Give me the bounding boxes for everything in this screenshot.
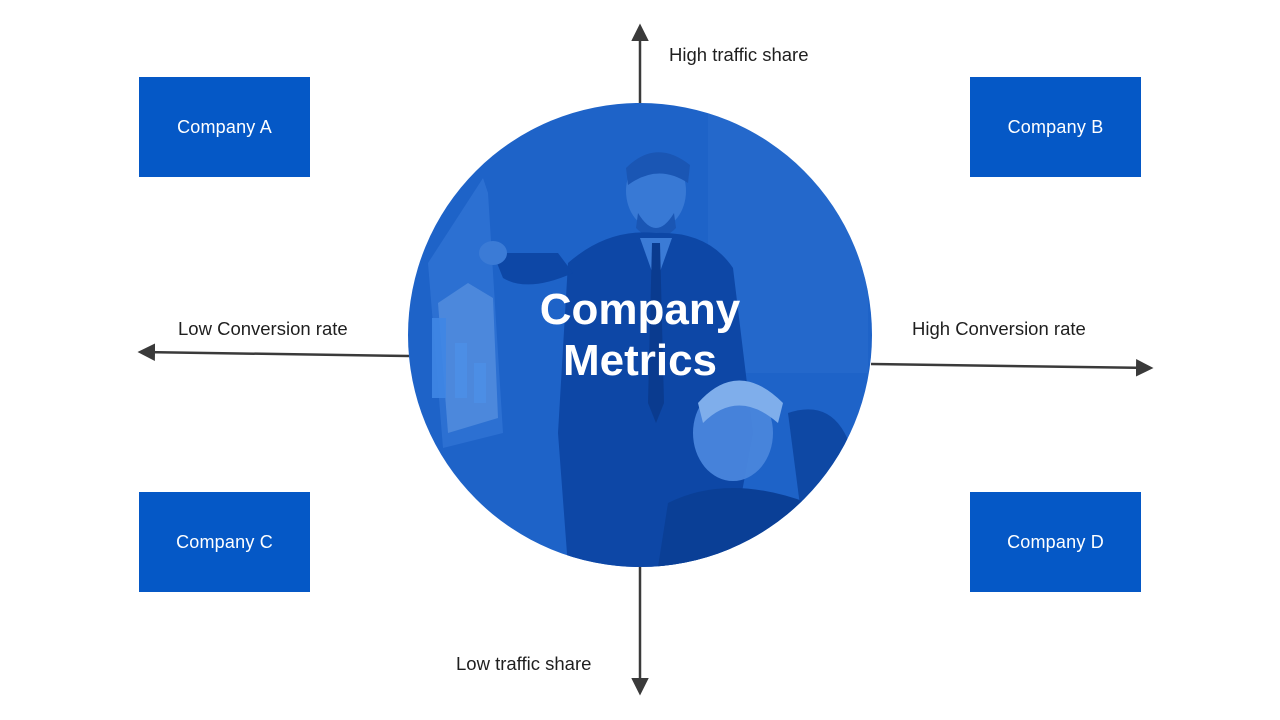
company-d-label: Company D [1007, 531, 1104, 552]
company-b-box: Company B [970, 77, 1141, 177]
horizontal-axis-right [870, 359, 1154, 377]
horizontal-axis-left [137, 343, 410, 361]
center-title-line-2: Metrics [562, 336, 718, 385]
axis-label-bottom: Low traffic share [456, 653, 592, 674]
center-title-line-1: Company [539, 285, 741, 334]
company-c-label: Company C [176, 531, 273, 552]
center-title: Company Metrics [408, 103, 872, 567]
company-a-label: Company A [177, 116, 272, 137]
company-d-box: Company D [970, 492, 1141, 592]
axis-label-left: Low Conversion rate [178, 318, 348, 339]
axis-label-top: High traffic share [669, 44, 809, 65]
axis-label-right: High Conversion rate [912, 318, 1086, 339]
company-c-box: Company C [139, 492, 310, 592]
center-circle: Company Metrics [408, 103, 872, 567]
company-b-label: Company B [1007, 116, 1104, 137]
company-a-box: Company A [139, 77, 310, 177]
business-presentation-photo [428, 113, 868, 567]
